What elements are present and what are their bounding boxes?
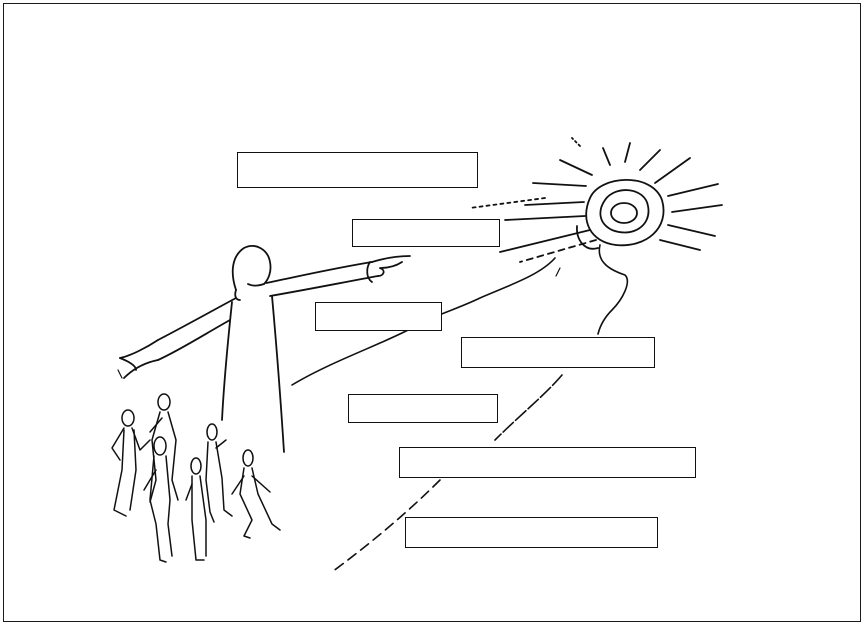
blank-label-box — [461, 337, 655, 368]
blank-label-box — [405, 517, 658, 548]
group-of-people — [111, 393, 281, 563]
sketch-marks — [117, 267, 561, 379]
leader-figure — [119, 245, 411, 453]
blank-label-box — [348, 394, 498, 423]
blank-label-box — [352, 219, 500, 247]
winding-path — [291, 244, 629, 573]
blank-label-box — [399, 447, 696, 478]
blank-label-box — [315, 302, 442, 331]
sun-icon — [469, 137, 723, 263]
diagram-frame — [3, 3, 861, 622]
blank-label-box — [237, 152, 478, 188]
